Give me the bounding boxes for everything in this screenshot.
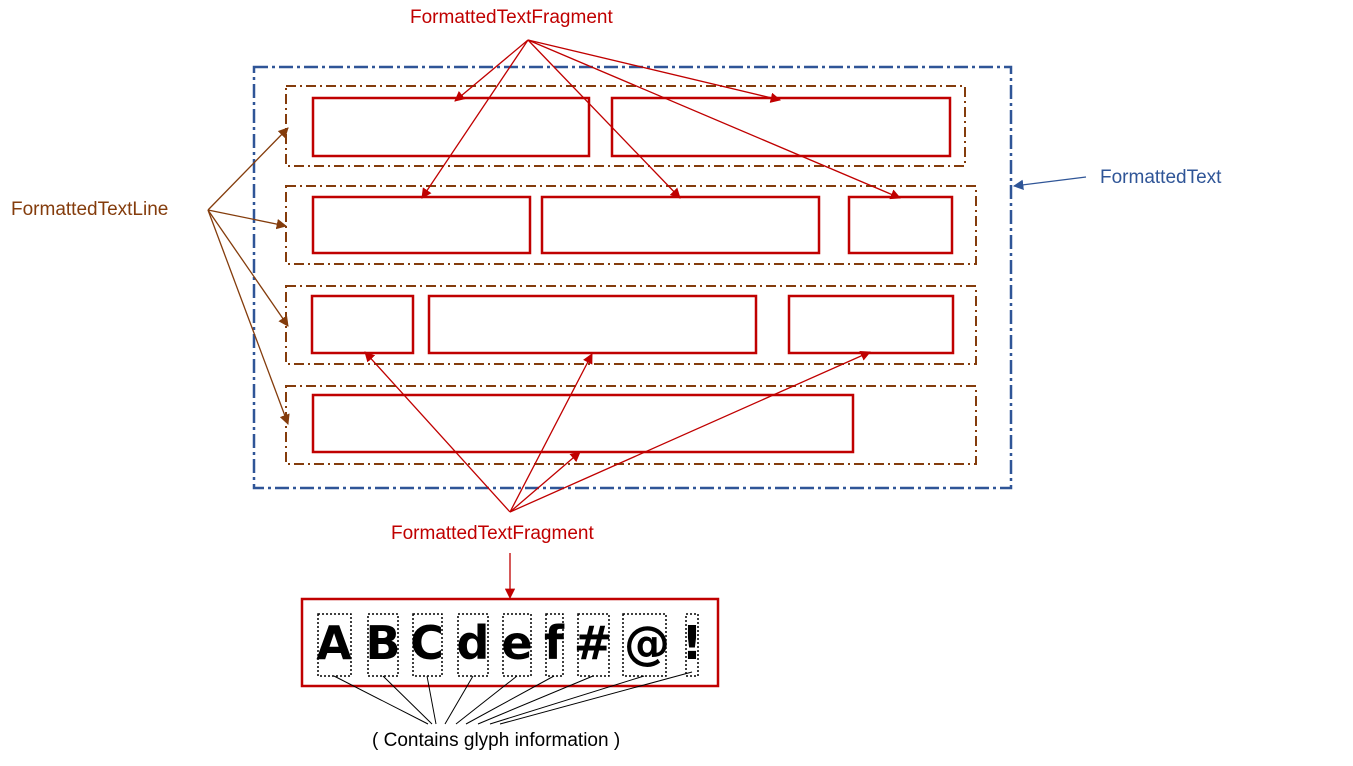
- fragment-label-bottom: FormattedTextFragment: [391, 523, 594, 544]
- text-arrow: [1012, 176, 1087, 190]
- fragment-box: [787, 294, 955, 355]
- line-label: FormattedTextLine: [11, 199, 169, 220]
- fragment-box: [427, 294, 758, 355]
- glyph-char: A: [316, 616, 352, 670]
- fragment-box: [311, 393, 855, 454]
- glyph-char: B: [365, 616, 401, 670]
- line-box-3: [285, 285, 977, 365]
- formatted-text-box: [252, 65, 1013, 490]
- glyph-caption-lines: [333, 671, 693, 725]
- glyph-cell: [685, 613, 699, 677]
- fragment-box: [311, 96, 591, 158]
- fragment-top-arrows: [421, 39, 901, 200]
- fragment-box: [540, 195, 821, 255]
- glyph-cell: [367, 613, 399, 677]
- glyph-cell: [622, 613, 667, 677]
- glyph-char: e: [501, 616, 533, 670]
- glyph-cell: [457, 613, 489, 677]
- fragment-bottom-arrows: [364, 351, 871, 600]
- line-arrows: [207, 127, 290, 425]
- glyph-cell: [545, 613, 564, 677]
- text-label: FormattedText: [1100, 167, 1222, 188]
- glyph-cell: [577, 613, 610, 677]
- glyph-char: !: [681, 616, 703, 670]
- glyph-cell: [317, 613, 352, 677]
- glyph-char: C: [410, 616, 444, 670]
- glyph-char: d: [456, 616, 490, 670]
- glyph-caption: ( Contains glyph information ): [372, 730, 621, 751]
- line-box-2: [285, 185, 977, 265]
- glyph-char: @: [624, 616, 670, 670]
- fragment-box: [310, 294, 415, 355]
- glyph-char: f: [543, 616, 564, 670]
- fragment-label-top: FormattedTextFragment: [410, 7, 613, 28]
- fragment-box: [847, 195, 954, 255]
- glyph-char: #: [573, 616, 613, 670]
- line-box-4: [285, 385, 977, 465]
- fragment-box: [311, 195, 532, 255]
- glyph-fragment-box: [300, 597, 720, 688]
